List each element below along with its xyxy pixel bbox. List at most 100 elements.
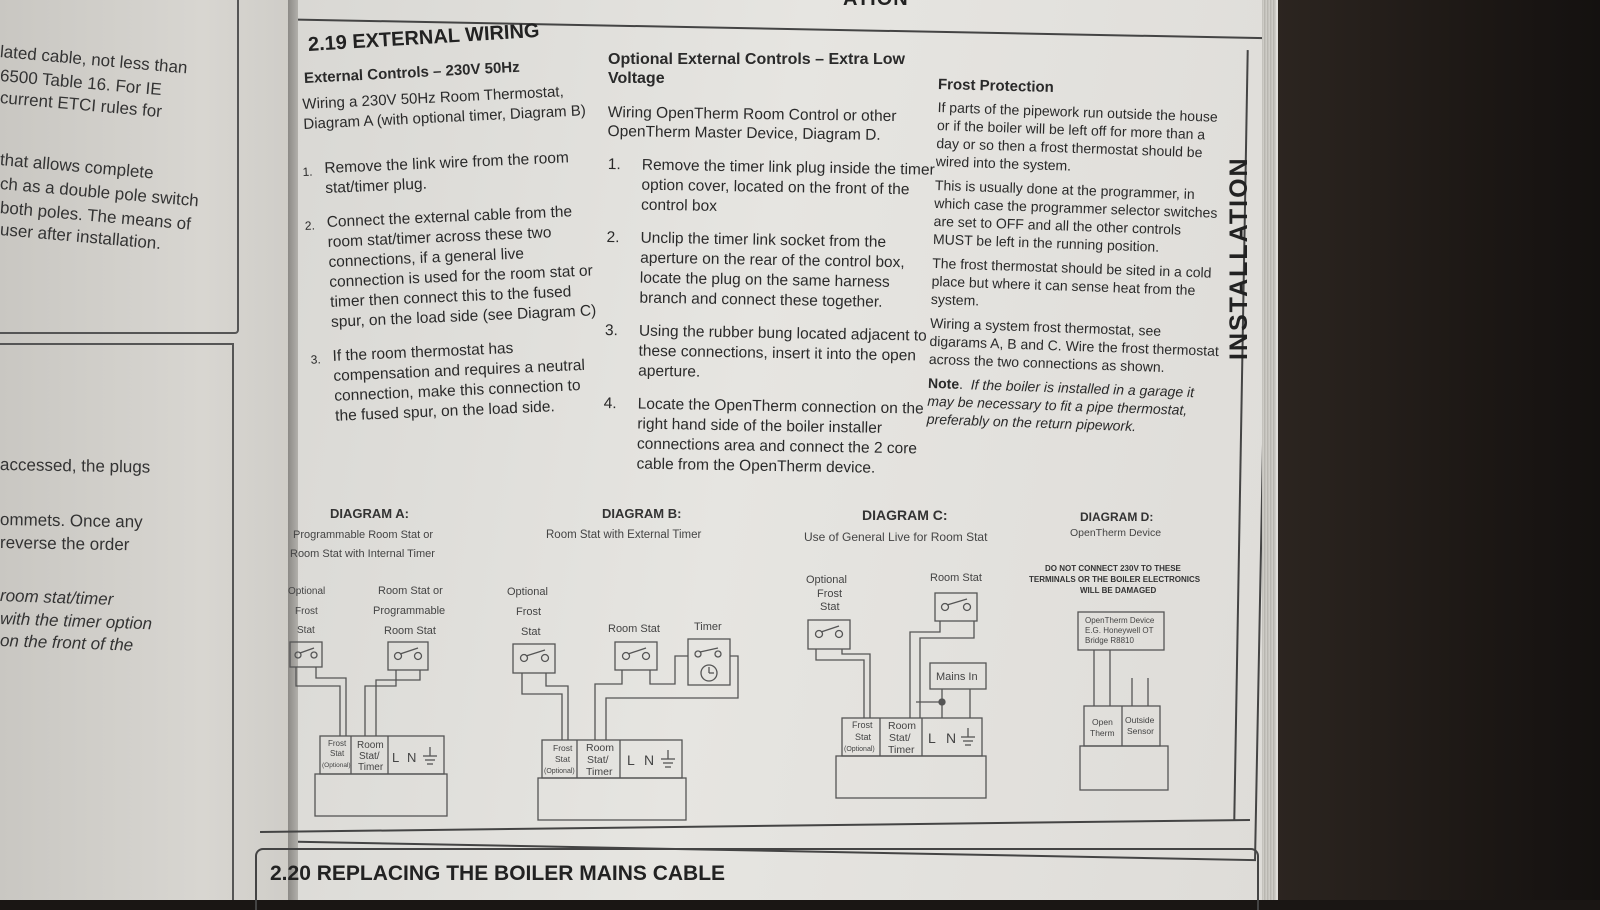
note-label: Note [927, 374, 960, 392]
left-line: accessed, the plugs [0, 455, 151, 477]
terminal-label: Frost [553, 743, 573, 753]
diagram-a-sub2: Room Stat with Internal Timer [290, 548, 435, 560]
label: Stat [521, 626, 541, 638]
col3-paragraph: This is usually done at the programmer, … [932, 176, 1218, 255]
terminal-label: L [392, 750, 399, 765]
label: Room Stat or [378, 585, 443, 597]
label: Frost [295, 606, 318, 617]
list-item: 3. Using the rubber bung located adjacen… [604, 321, 935, 387]
device-label: Bridge R8810 [1085, 636, 1134, 645]
list-number: 2. [606, 228, 620, 247]
list-text: If the room thermostat has compensation … [332, 339, 586, 425]
diagram-b: DIAGRAM B: Room Stat with External Timer… [507, 506, 739, 821]
frost-stat-switch [807, 619, 851, 650]
diagram-a: DIAGRAM A: Programmable Room Stat or Roo… [288, 506, 448, 817]
label: Frost [516, 606, 541, 618]
list-item: 4. Locate the OpenTherm connection on th… [602, 394, 933, 480]
terminal-label: Room [888, 720, 916, 732]
diagram-b-sub: Room Stat with External Timer [546, 529, 701, 541]
section-title: 2.19 EXTERNAL WIRING [307, 19, 541, 56]
col3-paragraph: If parts of the pipework run outside the… [935, 98, 1218, 174]
next-section-title: 2.20 REPLACING THE BOILER MAINS CABLE [270, 862, 726, 885]
earth-icon [661, 750, 675, 768]
terminal-label: Sensor [1127, 726, 1154, 736]
terminal-label: Outside [1125, 715, 1155, 725]
terminal-label: Frost [328, 739, 347, 748]
boiler-box [537, 777, 687, 821]
left-page: lated cable, not less than 6500 Table 16… [0, 0, 290, 900]
boiler-box [314, 773, 448, 817]
terminal-label: Stat/ [359, 751, 380, 762]
label: Optional [806, 574, 847, 586]
list-item: 2. Connect the external cable from the r… [304, 201, 599, 334]
wiring-diagrams: DIAGRAM A: Programmable Room Stat or Roo… [288, 506, 1201, 821]
label: Room Stat [608, 623, 660, 635]
terminal-label: Stat [555, 754, 571, 764]
terminal-label: Frost [852, 720, 873, 730]
mains-in-box [929, 662, 987, 690]
room-stat-switch [387, 641, 429, 671]
label: Timer [694, 621, 722, 633]
page-edges [1262, 0, 1276, 900]
terminal-label: Open [1092, 717, 1113, 727]
terminal-label: L [928, 730, 936, 746]
page-content: 2.19 EXTERNAL WIRING External Controls –… [298, 0, 1278, 900]
list-number: 4. [603, 394, 617, 413]
col3-title: Frost Protection [937, 76, 1055, 97]
left-page-frame-bottom [0, 343, 234, 900]
book-gutter [288, 0, 300, 900]
terminal-label: (Optional) [322, 762, 351, 769]
terminal-label: (Optional) [544, 768, 575, 775]
diagram-d-title: DIAGRAM D: [1080, 510, 1153, 524]
left-line: ommets. Once any [0, 510, 143, 532]
col1-list: 1. Remove the link wire from the room st… [302, 147, 604, 441]
clock-icon [700, 664, 718, 682]
frost-stat-switch [512, 643, 556, 674]
terminal-label: N [946, 730, 956, 746]
list-number: 3. [310, 352, 322, 367]
dark-background [1275, 0, 1600, 900]
list-number: 1. [607, 155, 621, 174]
col1-intro: Wiring a 230V 50Hz Room Thermostat, Diag… [302, 83, 587, 133]
col2-intro: Wiring OpenTherm Room Control or other O… [607, 103, 897, 144]
label: Room Stat [384, 625, 436, 637]
list-item: 3. If the room thermostat has compensati… [310, 335, 603, 428]
terminal-label: Timer [358, 762, 384, 773]
list-number: 2. [304, 218, 316, 233]
terminal-label: L [627, 752, 635, 768]
mains-in-label: Mains In [936, 671, 978, 683]
frost-stat-switch [289, 641, 323, 668]
col3-note: Note. If the boiler is installed in a ga… [926, 374, 1195, 435]
col3-paragraph: Wiring a system frost thermostat, see di… [928, 314, 1220, 376]
col3-body: If parts of the pipework run outside the… [926, 98, 1228, 444]
list-number: 1. [302, 164, 313, 179]
room-stat-switch [614, 641, 658, 671]
warning-text: DO NOT CONNECT 230V TO THESE [1045, 564, 1182, 573]
list-text: Remove the timer link plug inside the ti… [640, 156, 935, 215]
list-item: 1. Remove the link wire from the room st… [302, 147, 593, 200]
terminal-label: Stat [330, 749, 345, 758]
timer-box [687, 638, 731, 686]
earth-icon [961, 728, 975, 746]
terminal-label: Timer [888, 744, 915, 756]
left-line-italic: room stat/timer [0, 586, 114, 609]
earth-icon [423, 747, 437, 765]
label: Room Stat [930, 572, 982, 584]
label: Optional [288, 586, 325, 597]
label: Frost [817, 588, 842, 600]
col1-subtitle: External Controls – 230V 50Hz [303, 58, 521, 87]
boiler-box [835, 755, 987, 799]
opentherm-device-box [1077, 611, 1165, 651]
col2-list: 1. Remove the timer link plug inside the… [602, 155, 938, 493]
main-page: ATION [298, 0, 1278, 900]
terminal-label: Therm [1090, 728, 1115, 738]
note-text: If the boiler is installed in a garage i… [926, 376, 1195, 435]
device-label: OpenTherm Device [1085, 616, 1155, 625]
list-text: Connect the external cable from the room… [326, 203, 597, 331]
diagram-d: DIAGRAM D: OpenTherm Device DO NOT CONNE… [1029, 510, 1201, 791]
boiler-box [1079, 745, 1169, 791]
diagram-c: DIAGRAM C: Use of General Live for Room … [804, 507, 988, 799]
label: Programmable [373, 605, 445, 617]
diagram-c-title: DIAGRAM C: [862, 507, 948, 523]
list-text: Remove the link wire from the room stat/… [324, 149, 570, 198]
